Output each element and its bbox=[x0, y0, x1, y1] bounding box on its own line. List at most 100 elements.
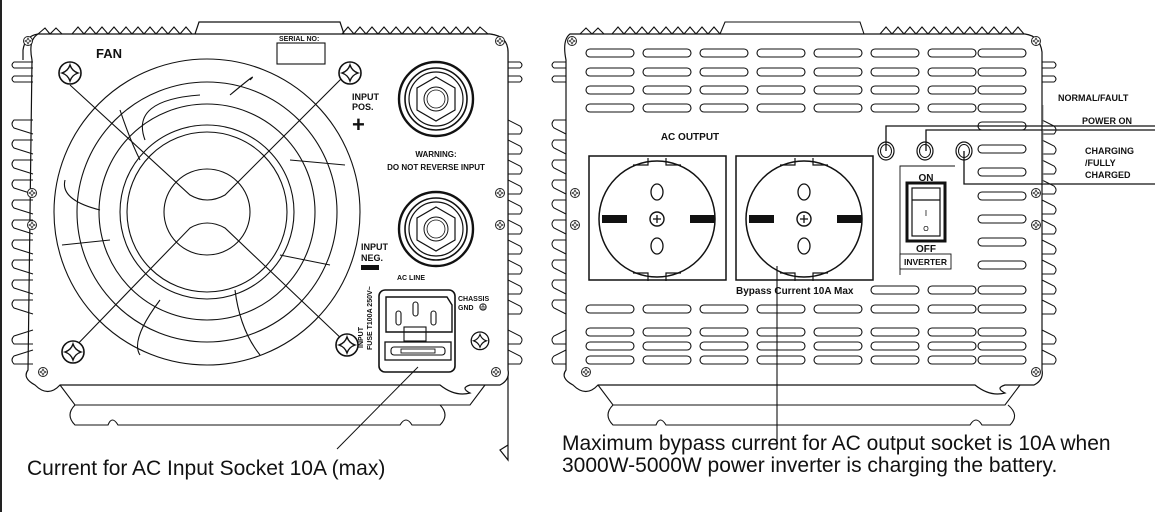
fan-screw-icon bbox=[58, 61, 82, 85]
ground-icon bbox=[479, 303, 487, 311]
warning-line2: DO NOT REVERSE INPUT bbox=[387, 163, 485, 172]
chassis-gnd-line2: GND bbox=[458, 305, 474, 312]
inverter-label-box bbox=[899, 253, 952, 270]
input-neg-label-line2: NEG. bbox=[361, 253, 383, 263]
vent-slot bbox=[756, 341, 806, 351]
fan-screw-icon bbox=[335, 333, 359, 357]
vent-slot bbox=[977, 355, 1027, 365]
screw-icon bbox=[27, 188, 37, 198]
vent-slot bbox=[977, 67, 1027, 77]
screw-icon bbox=[581, 367, 591, 377]
vent-slot bbox=[813, 327, 863, 337]
switch-o-label: O bbox=[923, 226, 929, 233]
vent-slot bbox=[813, 103, 863, 113]
vent-slot bbox=[642, 304, 692, 314]
vent-slot bbox=[642, 341, 692, 351]
vent-slot bbox=[699, 341, 749, 351]
vent-slot bbox=[585, 341, 635, 351]
screw-icon bbox=[491, 367, 501, 377]
vent-slot bbox=[870, 67, 920, 77]
vent-slot bbox=[870, 304, 920, 314]
vent-slot bbox=[756, 48, 806, 58]
negative-terminal[interactable] bbox=[397, 190, 475, 268]
ac-input-socket[interactable] bbox=[378, 289, 456, 373]
vent-slot bbox=[699, 103, 749, 113]
charging-label-line1: CHARGING bbox=[1085, 146, 1134, 156]
fins-side-left bbox=[11, 61, 34, 365]
screw-icon bbox=[23, 36, 33, 46]
screw-icon bbox=[570, 220, 580, 230]
vent-slots bbox=[585, 48, 1027, 365]
normal-fault-label: NORMAL/FAULT bbox=[1058, 93, 1129, 103]
switch-i-label: I bbox=[925, 209, 927, 218]
positive-terminal[interactable] bbox=[397, 60, 475, 138]
fan-grille bbox=[53, 58, 361, 366]
switch-off-label: OFF bbox=[916, 244, 936, 255]
fins-top-left-rear bbox=[579, 26, 721, 35]
input-neg-label-line1: INPUT bbox=[361, 242, 389, 252]
ac-outlet-2[interactable] bbox=[735, 155, 874, 281]
vent-slot bbox=[813, 341, 863, 351]
input-pos-label-line1: INPUT bbox=[352, 92, 380, 102]
vent-slot bbox=[977, 341, 1027, 351]
screw-icon bbox=[495, 188, 505, 198]
vent-slot bbox=[756, 304, 806, 314]
vent-slot bbox=[870, 85, 920, 95]
vent-slot bbox=[642, 355, 692, 365]
fan-screw-icon bbox=[338, 61, 362, 85]
screw-icon bbox=[1031, 367, 1041, 377]
ac-outlet-1[interactable] bbox=[588, 155, 727, 281]
vent-slot bbox=[870, 341, 920, 351]
led-power-on bbox=[916, 141, 934, 161]
screw-icon bbox=[570, 188, 580, 198]
screw-icon bbox=[495, 220, 505, 230]
screw-icon bbox=[567, 36, 577, 46]
vent-slot bbox=[977, 191, 1027, 201]
minus-symbol bbox=[361, 265, 379, 270]
foot bbox=[69, 404, 446, 426]
leader-line-power-on bbox=[925, 129, 1155, 151]
vent-slot bbox=[699, 48, 749, 58]
fins-side-left-rear bbox=[551, 61, 567, 365]
vent-slot bbox=[977, 103, 1027, 113]
warning-line1: WARNING: bbox=[415, 150, 456, 159]
vent-slot bbox=[813, 304, 863, 314]
charging-label-line2: /FULLY bbox=[1085, 158, 1116, 168]
foot-rear bbox=[607, 404, 1016, 426]
ac-output-label: AC OUTPUT bbox=[661, 132, 719, 143]
screw-icon bbox=[38, 367, 48, 377]
vent-slot bbox=[977, 144, 1027, 154]
vent-slot bbox=[813, 85, 863, 95]
vent-slot bbox=[927, 48, 977, 58]
vent-slot bbox=[642, 327, 692, 337]
fins-top-right-rear bbox=[879, 26, 1025, 35]
fins-top-left bbox=[37, 26, 193, 35]
vent-slot bbox=[927, 304, 977, 314]
vent-slot bbox=[699, 304, 749, 314]
vent-slot bbox=[756, 327, 806, 337]
vent-slot bbox=[870, 103, 920, 113]
vent-slot bbox=[927, 103, 977, 113]
vent-slot bbox=[756, 103, 806, 113]
inverter-label: INVERTER bbox=[904, 257, 947, 267]
bypass-label: Bypass Current 10A Max bbox=[736, 286, 854, 297]
fins-top-right bbox=[341, 26, 489, 35]
vent-slot bbox=[642, 48, 692, 58]
vent-slot bbox=[642, 103, 692, 113]
caption-bypass-current: Maximum bypass current for AC output soc… bbox=[562, 432, 1111, 477]
vent-slot bbox=[870, 355, 920, 365]
vent-slot bbox=[699, 327, 749, 337]
fins-side-right-rear bbox=[1041, 61, 1057, 365]
vent-slot bbox=[927, 327, 977, 337]
fuse-label-line1: INPUT bbox=[358, 326, 365, 348]
switch-on-label: ON bbox=[919, 173, 934, 184]
vent-slot bbox=[927, 285, 977, 295]
vent-slot bbox=[977, 285, 1027, 295]
chassis-gnd-line1: CHASSIS bbox=[458, 296, 489, 303]
vent-slot bbox=[977, 85, 1027, 95]
vent-slot bbox=[870, 285, 920, 295]
plus-symbol: + bbox=[352, 112, 365, 137]
vent-slot bbox=[756, 85, 806, 95]
vent-slot bbox=[756, 355, 806, 365]
inverter-power-switch[interactable] bbox=[905, 181, 947, 243]
